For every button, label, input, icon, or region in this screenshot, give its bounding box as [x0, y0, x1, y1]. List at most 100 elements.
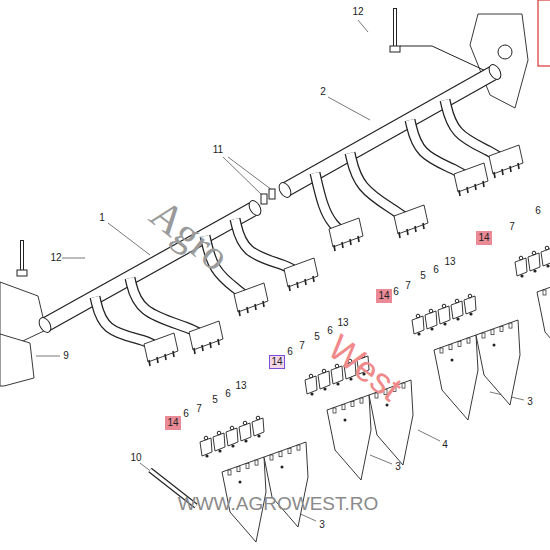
plate-bolt: [532, 251, 536, 255]
plate-nut: [231, 444, 234, 447]
callout-number: 6: [286, 346, 294, 358]
callout-number: 12: [351, 6, 364, 18]
blade: [264, 442, 308, 527]
plate-nut: [244, 439, 247, 442]
tine-tooth: [263, 301, 264, 307]
watermark: West: [320, 327, 409, 408]
blade-notch: [543, 290, 546, 295]
watermark: Agro: [142, 190, 239, 279]
blade-notch: [288, 448, 291, 453]
tine-holder: [454, 163, 488, 192]
knife-plate: [318, 371, 330, 389]
callout-number: 6: [432, 264, 440, 276]
frame-mark: [538, 0, 550, 66]
tine-tooth: [423, 223, 424, 229]
nut: [390, 46, 400, 52]
tine-tooth: [297, 282, 298, 288]
side-guard: [0, 334, 34, 386]
callout-number: 6: [534, 205, 542, 217]
callout-box: 14: [476, 231, 492, 245]
blade-notch: [270, 455, 273, 460]
callout-number: 9: [62, 350, 70, 362]
callout-number: 5: [313, 331, 321, 343]
tine-tooth: [165, 354, 166, 360]
blade-notch: [333, 408, 336, 413]
tine-tooth: [157, 357, 158, 363]
tine-holder: [394, 205, 428, 234]
tube-end: [277, 181, 294, 200]
arm-body: [445, 100, 505, 162]
blade-hole: [281, 466, 284, 469]
blade-notch: [279, 452, 282, 457]
blade-notch: [458, 341, 461, 346]
tine-tooth: [518, 163, 519, 169]
tine-tooth: [510, 166, 511, 172]
callout-number: 7: [195, 403, 203, 415]
plate-nut: [533, 269, 536, 272]
blade-notch: [491, 330, 494, 335]
plate-bolt: [519, 256, 523, 260]
callout-box: 14: [269, 355, 285, 369]
tine-tooth: [255, 304, 256, 310]
arm-body: [130, 278, 205, 338]
callout-number: 6: [182, 408, 190, 420]
tine-tooth: [494, 172, 495, 178]
arm-outline: [445, 100, 505, 162]
blade-notch: [351, 401, 354, 406]
plate-bolt: [204, 436, 208, 440]
tine-tooth: [334, 245, 335, 251]
knife-plate: [239, 423, 251, 441]
blade: [537, 277, 550, 362]
tine-tooth: [399, 232, 400, 238]
blade-notch: [509, 323, 512, 328]
callout-box: 14: [376, 289, 392, 303]
callout-number: 13: [443, 256, 456, 268]
blade-notch: [467, 338, 470, 343]
plate-nut: [469, 312, 472, 315]
tine-holder: [284, 258, 318, 287]
plate-bolt: [455, 299, 459, 303]
callout-number: 3: [526, 396, 534, 408]
plate-bolt: [545, 246, 549, 250]
knife-plate: [541, 248, 550, 266]
bracket-hole: [498, 45, 512, 59]
washer: [269, 189, 275, 199]
arm-body: [350, 153, 410, 222]
plate-nut: [205, 454, 208, 457]
callout-number: 7: [404, 280, 412, 292]
bracket-link: [400, 46, 488, 72]
callout-number: 14: [378, 291, 389, 301]
callout-number: 6: [392, 286, 400, 298]
callout-number: 5: [419, 270, 427, 282]
tine-holder: [489, 145, 523, 174]
blade-hole: [493, 344, 496, 347]
blade-notch: [360, 398, 363, 403]
arm-outline: [350, 153, 410, 222]
callout-number: 3: [394, 461, 402, 473]
callout-number: 14: [478, 233, 489, 243]
tine-holder: [329, 218, 363, 247]
knife-plate: [200, 438, 212, 456]
tine-tooth: [313, 276, 314, 282]
tine-tooth: [467, 187, 468, 193]
callout-number: 7: [298, 340, 306, 352]
callout-number: 1: [98, 212, 106, 224]
callout-number: 13: [234, 380, 247, 392]
washer: [261, 194, 267, 204]
plate-bolt: [243, 421, 247, 425]
tine-tooth: [305, 279, 306, 285]
knife-plate: [226, 428, 238, 446]
tine-tooth: [358, 236, 359, 242]
callout-number: 2: [319, 86, 327, 98]
knife-plate: [252, 418, 264, 436]
blade-hole: [451, 359, 454, 362]
tine-tooth: [202, 345, 203, 351]
plate-nut: [336, 382, 339, 385]
plate-bolt: [230, 426, 234, 430]
tube-end: [37, 316, 54, 335]
plate-bolt: [429, 309, 433, 313]
plate-nut: [456, 317, 459, 320]
tine-holder: [234, 283, 268, 312]
blade-notch: [237, 467, 240, 472]
